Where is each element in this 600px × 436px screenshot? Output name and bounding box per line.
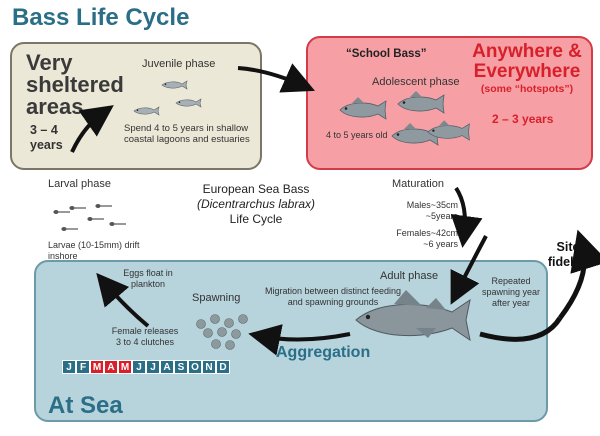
adolescent-fish-icon	[397, 90, 445, 114]
females-size: Females~42cm	[396, 228, 458, 238]
larval-note: Larvae (10-15mm) drift inshore	[48, 240, 140, 261]
maturation-arrow	[450, 186, 483, 248]
adolescent-phase-label: Adolescent phase	[372, 76, 460, 88]
spawning-months-strip: J F M A M J J A S O N D	[62, 360, 232, 374]
larva-icon	[52, 209, 71, 215]
month-4: A	[104, 360, 118, 374]
adolescent-fish-group	[339, 90, 470, 146]
males-age: ~5years	[425, 211, 458, 221]
egg-icon	[203, 328, 213, 338]
hotspots-label: (some “hotspots”)	[480, 83, 574, 95]
juvenile-fish-icon	[175, 98, 202, 108]
month-3: M	[90, 360, 104, 374]
adolescent-fish-icon	[339, 96, 387, 120]
egg-icon	[210, 314, 220, 324]
maturation-label: Maturation	[392, 178, 444, 190]
eggs-note: Eggs float in plankton	[123, 268, 173, 289]
juvenile-box	[10, 42, 262, 170]
center-label: European Sea Bass (Dicentrarchus labrax)…	[186, 182, 326, 227]
adult-phase-label: Adult phase	[380, 270, 439, 282]
males-size: Males~35cm	[406, 200, 458, 210]
egg-icon	[231, 329, 241, 339]
egg-icon	[225, 340, 235, 350]
juvenile-phase-label: Juvenile phase	[142, 58, 216, 70]
juvenile-fish-group	[133, 80, 202, 116]
site-fidelity-arrow-upper	[558, 229, 600, 320]
month-7: J	[146, 360, 160, 374]
month-10: O	[188, 360, 202, 374]
site-fidelity-return-arrow	[450, 235, 488, 305]
juvenile-note: Spend 4 to 5 years in shallow coastal la…	[124, 123, 250, 145]
larva-icon	[86, 216, 105, 222]
migration-to-spawning-arrow	[248, 324, 351, 356]
egg-icon	[211, 339, 221, 349]
juvenile-growth-arrow	[70, 105, 114, 153]
egg-icon	[224, 318, 234, 328]
maturation-males: Males~35cm ~5years	[398, 200, 458, 222]
maturation-females: Females~42cm ~6 years	[380, 228, 458, 250]
larvae-group	[52, 203, 127, 232]
at-sea-label: At Sea	[48, 392, 123, 419]
larva-icon	[94, 203, 113, 209]
month-1: J	[62, 360, 76, 374]
adolescent-duration: 2 – 3 years	[492, 112, 554, 126]
page-title: Bass Life Cycle	[12, 4, 190, 31]
month-5: M	[118, 360, 132, 374]
larval-phase-label: Larval phase	[48, 178, 111, 190]
site-fidelity-note: Repeated spawning year after year	[481, 276, 541, 308]
month-11: N	[202, 360, 216, 374]
juvenile-duration: 3 – 4 years	[30, 123, 63, 152]
month-6: J	[132, 360, 146, 374]
school-bass-label: “School Bass”	[346, 48, 427, 60]
larva-icon	[68, 205, 87, 211]
juvenile-habitat: Very sheltered areas	[26, 50, 124, 119]
juvenile-fish-icon	[133, 106, 160, 116]
juvenile-fish-icon	[161, 80, 188, 90]
egg-icon	[238, 314, 248, 324]
egg-icon	[217, 327, 227, 337]
center-line-2: (Dicentrarchus labrax)	[196, 197, 316, 211]
juvenile-to-adolescent-arrow	[237, 63, 315, 93]
egg-icon	[196, 319, 206, 329]
female-clutches-note: Female releases 3 to 4 clutches	[111, 326, 179, 347]
month-9: S	[174, 360, 188, 374]
month-8: A	[160, 360, 174, 374]
center-line-1: European Sea Bass	[202, 182, 310, 196]
adolescent-age: 4 to 5 years old	[326, 130, 388, 140]
month-2: F	[76, 360, 90, 374]
center-line-3: Life Cycle	[229, 212, 283, 226]
larva-icon	[108, 221, 127, 227]
adult-fish-icon	[355, 290, 471, 342]
anywhere-everywhere-label: Anywhere & Everywhere	[472, 41, 582, 82]
spawning-label: Spawning	[192, 292, 241, 304]
females-age: ~6 years	[423, 239, 458, 249]
month-12: D	[216, 360, 230, 374]
migration-note: Migration between distinct feeding and s…	[264, 286, 402, 307]
eggs-to-larvae-arrow	[96, 272, 150, 328]
eggs-group	[196, 314, 248, 350]
larva-icon	[60, 226, 79, 232]
aggregation-label: Aggregation	[276, 344, 371, 361]
site-fidelity-arrow-lower	[479, 316, 563, 342]
